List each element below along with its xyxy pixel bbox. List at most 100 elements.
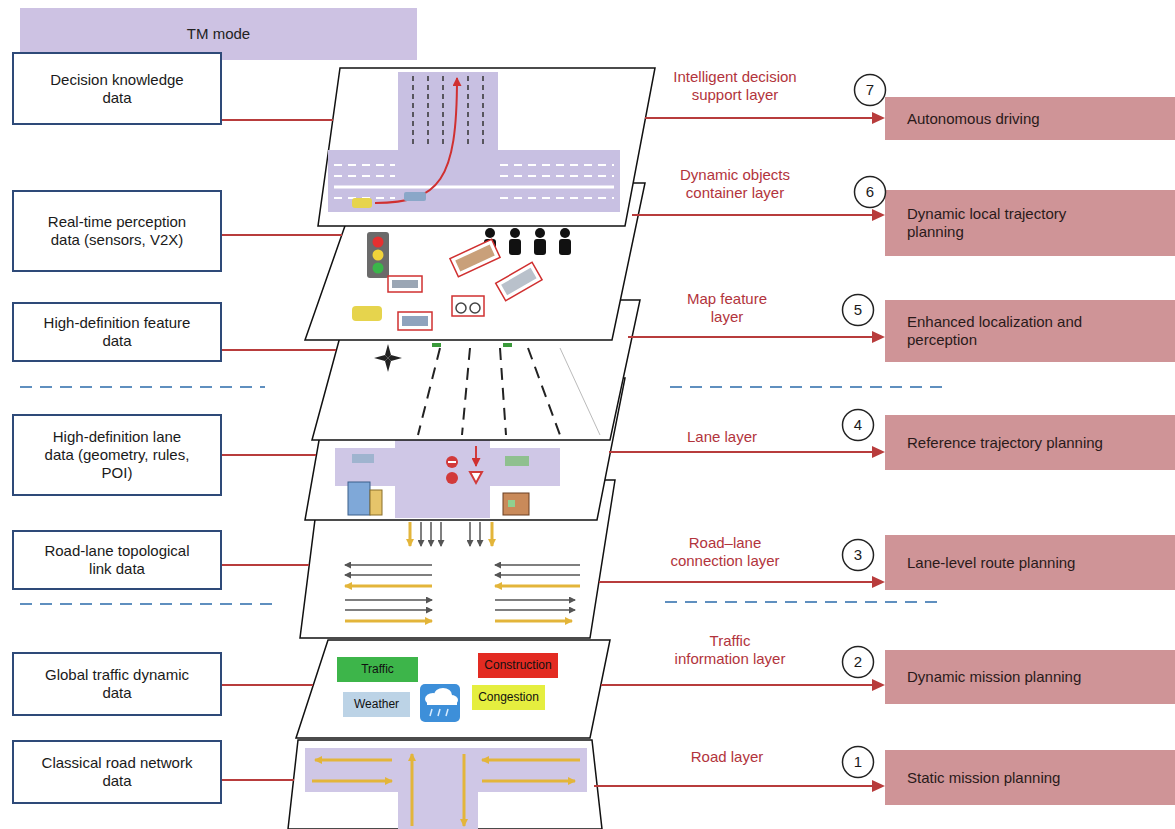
compass-icon <box>374 355 388 361</box>
traffic-plane <box>446 709 448 716</box>
number-circle: 6 <box>853 175 887 209</box>
vehicle-icons <box>352 239 542 330</box>
decision-plane <box>500 175 614 177</box>
data-leader-lines <box>222 684 313 686</box>
vehicle-icons <box>501 268 536 295</box>
circle-outline <box>855 177 886 208</box>
data-source-text: Road-lane topological link data <box>38 542 196 578</box>
application-box: Static mission planning <box>885 750 1175 805</box>
decision-plane <box>334 175 395 177</box>
separator-dashes <box>665 601 940 603</box>
pedestrian-icons <box>560 228 570 238</box>
vehicle-icons <box>352 306 382 321</box>
connection-plane <box>345 599 432 601</box>
connection-plane <box>345 574 432 576</box>
traffic-plane <box>438 709 440 716</box>
traffic-plane <box>296 640 610 738</box>
decision-plane <box>500 164 614 166</box>
callout-number: 5 <box>854 301 862 319</box>
feature-plane <box>462 348 470 435</box>
data-source-box: Classical road network data <box>12 740 222 804</box>
status-tag: Traffic <box>337 657 418 682</box>
data-source-text: Real-time perception data (sensors, V2X) <box>38 213 196 249</box>
decision-plane <box>482 76 484 146</box>
pedestrian-icons <box>535 228 545 238</box>
application-text: Reference trajectory planning <box>907 434 1103 452</box>
decision-plane <box>413 76 483 146</box>
connection-plane <box>345 564 432 566</box>
application-box: Reference trajectory planning <box>885 415 1175 470</box>
feature-plane <box>432 343 441 347</box>
circle-outline <box>843 295 874 326</box>
data-source-text: High-definition lane data (geometry, rul… <box>38 428 196 482</box>
feature-plane <box>418 348 440 435</box>
connection-plane <box>420 522 422 546</box>
pedestrian-icons <box>485 228 495 238</box>
decision-plane <box>318 68 655 226</box>
data-leader-lines <box>222 564 309 566</box>
road-plane <box>482 780 575 783</box>
application-arrows <box>872 576 885 588</box>
traffic-plane <box>427 699 457 705</box>
pedestrian-icons <box>509 239 521 255</box>
data-leader-lines <box>222 454 316 456</box>
decision-plane <box>328 150 620 212</box>
connection-plane <box>409 522 412 546</box>
decision-plane <box>404 192 426 201</box>
callout-number: 2 <box>854 653 862 671</box>
decision-plane <box>467 76 469 146</box>
layer-name: Road layer <box>667 748 787 766</box>
building-icon <box>503 493 529 515</box>
lane-plane <box>475 446 477 466</box>
application-box: Dynamic local trajectory planning <box>885 190 1175 256</box>
connection-plane <box>345 585 432 588</box>
tag-text: Weather <box>354 697 399 711</box>
application-arrows <box>609 451 874 453</box>
data-source-box: High-definition lane data (geometry, rul… <box>12 414 222 496</box>
number-circle: 2 <box>841 645 875 679</box>
compass-icon <box>388 355 402 361</box>
road-plane <box>315 759 392 762</box>
layer-name: Lane layer <box>662 428 782 446</box>
layer-name: Road–lane connection layer <box>660 534 790 570</box>
data-leader-lines <box>222 349 336 351</box>
vehicle-icons <box>455 245 495 272</box>
traffic-light-icon <box>373 250 384 261</box>
vehicle-icons <box>388 276 422 292</box>
connection-plane <box>345 620 432 623</box>
road-plane <box>463 754 466 826</box>
application-arrows <box>628 336 874 338</box>
tag-text: Construction <box>484 658 551 672</box>
vehicle-icons <box>392 280 418 288</box>
layer-name: Intelligent decision support layer <box>660 68 810 104</box>
separator-dashes <box>20 603 275 605</box>
data-source-text: Classical road network data <box>38 754 196 790</box>
application-text: Enhanced localization and perception <box>907 313 1115 349</box>
data-source-box: Real-time perception data (sensors, V2X) <box>12 190 222 272</box>
decision-plane <box>427 76 429 146</box>
lane-plane <box>470 472 482 483</box>
vehicle-icons <box>450 239 500 277</box>
application-box: Lane-level route planning <box>885 535 1175 590</box>
circle-outline <box>843 647 874 678</box>
road-plane <box>398 748 478 829</box>
callout-number: 4 <box>854 416 862 434</box>
vehicle-icons <box>452 296 484 316</box>
building-icon <box>348 482 529 515</box>
connection-plane <box>345 609 432 611</box>
compass-icon <box>374 344 402 372</box>
status-tag: Weather <box>343 692 410 717</box>
application-text: Static mission planning <box>907 769 1060 787</box>
status-tag: Congestion <box>472 685 545 710</box>
data-source-box: Decision knowledge data <box>12 52 222 125</box>
data-source-text: Global traffic dynamic data <box>38 666 196 702</box>
feature-plane <box>528 348 560 435</box>
connection-plane <box>479 522 481 546</box>
traffic-plane <box>420 684 460 722</box>
vehicle-icons <box>496 262 542 300</box>
data-source-box: Road-lane topological link data <box>12 530 222 590</box>
decision-plane <box>318 68 655 226</box>
connection-plane <box>495 620 572 623</box>
tag-text: Congestion <box>478 690 539 704</box>
decision-plane <box>500 197 614 199</box>
